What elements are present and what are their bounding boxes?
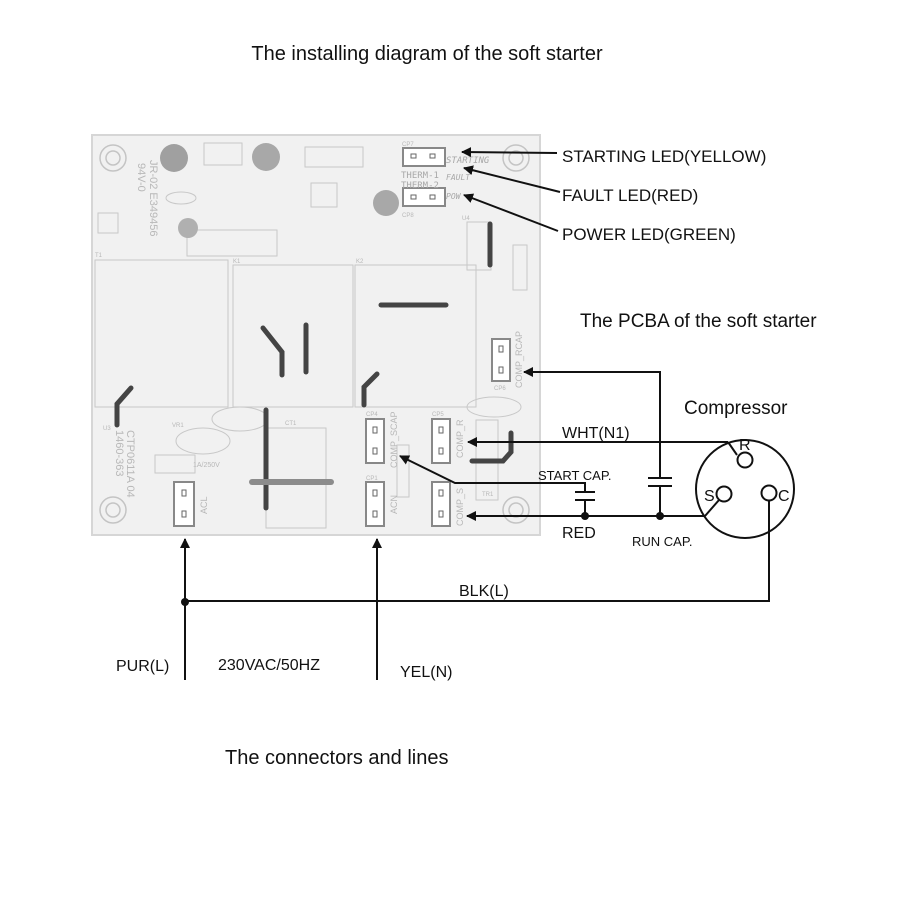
silk-fuse: 1A/250V — [193, 462, 220, 469]
silk-board-no: 1460-363 — [113, 430, 125, 477]
silk-cp8: CP8 — [402, 213, 414, 219]
silk-cp5: CP5 — [432, 412, 444, 418]
silk-cp6: CP6 — [494, 386, 506, 392]
silk-comp-r: COMP_R — [455, 419, 465, 458]
connector-acl — [173, 481, 195, 527]
terminal-c-label: C — [778, 488, 790, 505]
diagram-title: The installing diagram of the soft start… — [251, 43, 603, 65]
silk-fault: FAULT — [446, 173, 471, 182]
terminal-s — [715, 485, 733, 503]
silk-cp7: CP7 — [402, 142, 414, 148]
silk-k2: K2 — [356, 259, 364, 265]
silk-cp1: CP1 — [366, 476, 378, 482]
silk-starting: STARTING — [446, 156, 490, 166]
silk-acn: ACN — [389, 495, 399, 514]
silk-comp-rcap: COMP_RCAP — [514, 331, 524, 388]
connector-cp5 — [431, 418, 451, 464]
silk-acl: ACL — [199, 496, 209, 514]
terminal-c — [760, 484, 778, 502]
wht-label: WHT(N1) — [562, 425, 630, 442]
silk-board-id: CTP0611A 04 — [124, 430, 136, 498]
led-callouts — [461, 147, 561, 232]
red-label: RED — [562, 525, 596, 542]
compressor — [695, 439, 795, 539]
silk-vr1: VR1 — [172, 423, 184, 429]
power-led-arrow — [463, 193, 559, 232]
silk-k1: K1 — [233, 259, 241, 265]
yel-label: YEL(N) — [400, 664, 452, 681]
connector-cp4 — [365, 418, 385, 464]
silk-comp-s: COMP_S — [455, 488, 465, 526]
connector-cp6 — [491, 338, 511, 382]
pur-label: PUR(L) — [116, 658, 169, 675]
pcb-traces — [114, 221, 514, 511]
silk-marking: JR-02 E349456 — [147, 160, 159, 236]
connector-cp7 — [402, 147, 446, 167]
pcb-connectors — [173, 147, 511, 527]
pcba-label: The PCBA of the soft starter — [580, 311, 817, 332]
blk-label: BLK(L) — [459, 583, 509, 600]
start-cap-label: START CAP. — [538, 468, 611, 483]
starting-led-arrow — [461, 147, 558, 158]
silk-power: POW — [446, 192, 462, 201]
run-cap-label: RUN CAP. — [632, 534, 692, 549]
power-led-label: POWER LED(GREEN) — [562, 225, 736, 244]
silk-comp-scap: COMP_SCAP — [389, 411, 399, 468]
silk-cp4: CP4 — [366, 412, 378, 418]
silk-tr1: TR1 — [482, 492, 494, 498]
footer-caption: The connectors and lines — [225, 747, 448, 769]
terminal-r — [736, 451, 754, 469]
pcb-board: STARTING THERM-1 THERM-2 FAULT POW CP7 C… — [91, 134, 541, 536]
terminal-r-label: R — [739, 437, 751, 454]
silk-therm2: THERM-2 — [401, 181, 439, 191]
compressor-label: Compressor — [684, 398, 788, 419]
silk-t1: T1 — [95, 253, 103, 259]
blk-wire — [185, 500, 770, 602]
fault-led-label: FAULT LED(RED) — [562, 186, 698, 205]
silk-rating: 94V-0 — [135, 163, 147, 192]
terminal-s-label: S — [704, 488, 715, 505]
fault-led-arrow — [463, 165, 561, 193]
start-cap-wire — [399, 455, 586, 492]
silk-therm1: THERM-1 — [401, 171, 439, 181]
supply-label: 230VAC/50HZ — [218, 657, 320, 674]
silk-ct1: CT1 — [285, 421, 297, 427]
silk-u4: U4 — [462, 216, 470, 222]
connector-cp3 — [431, 481, 451, 527]
starting-led-label: STARTING LED(YELLOW) — [562, 147, 766, 166]
silk-u3: U3 — [103, 426, 111, 432]
connector-cp1 — [365, 481, 385, 527]
mounting-holes — [99, 144, 530, 524]
connector-cp8 — [402, 187, 446, 207]
